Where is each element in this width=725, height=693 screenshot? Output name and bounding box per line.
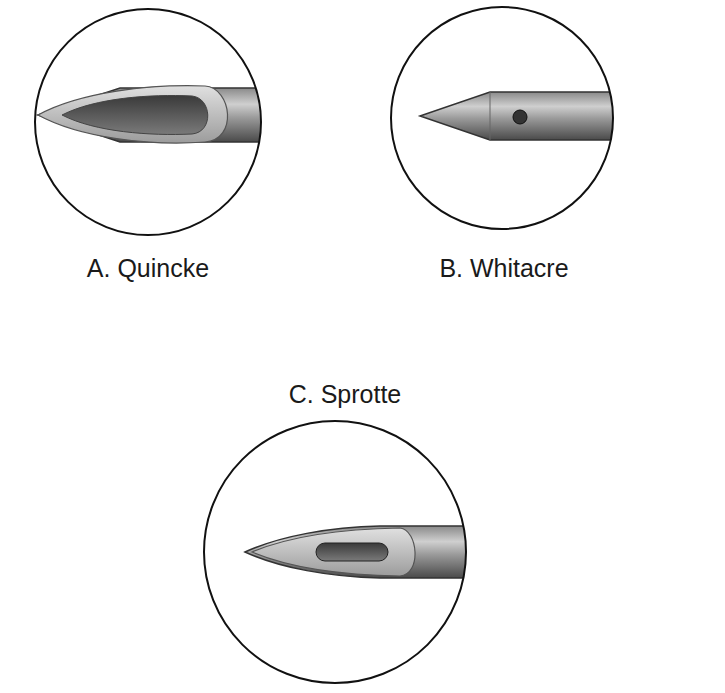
figure-label: C. Sprotte [289, 380, 402, 409]
figure-label: B. Whitacre [439, 254, 568, 283]
whitacre-needle [420, 92, 640, 140]
detail-circle [204, 421, 466, 683]
figure-label: A. Quincke [87, 254, 209, 283]
detail-circle [391, 7, 613, 229]
detail-circle [35, 9, 261, 235]
sprotte-needle [245, 526, 480, 578]
